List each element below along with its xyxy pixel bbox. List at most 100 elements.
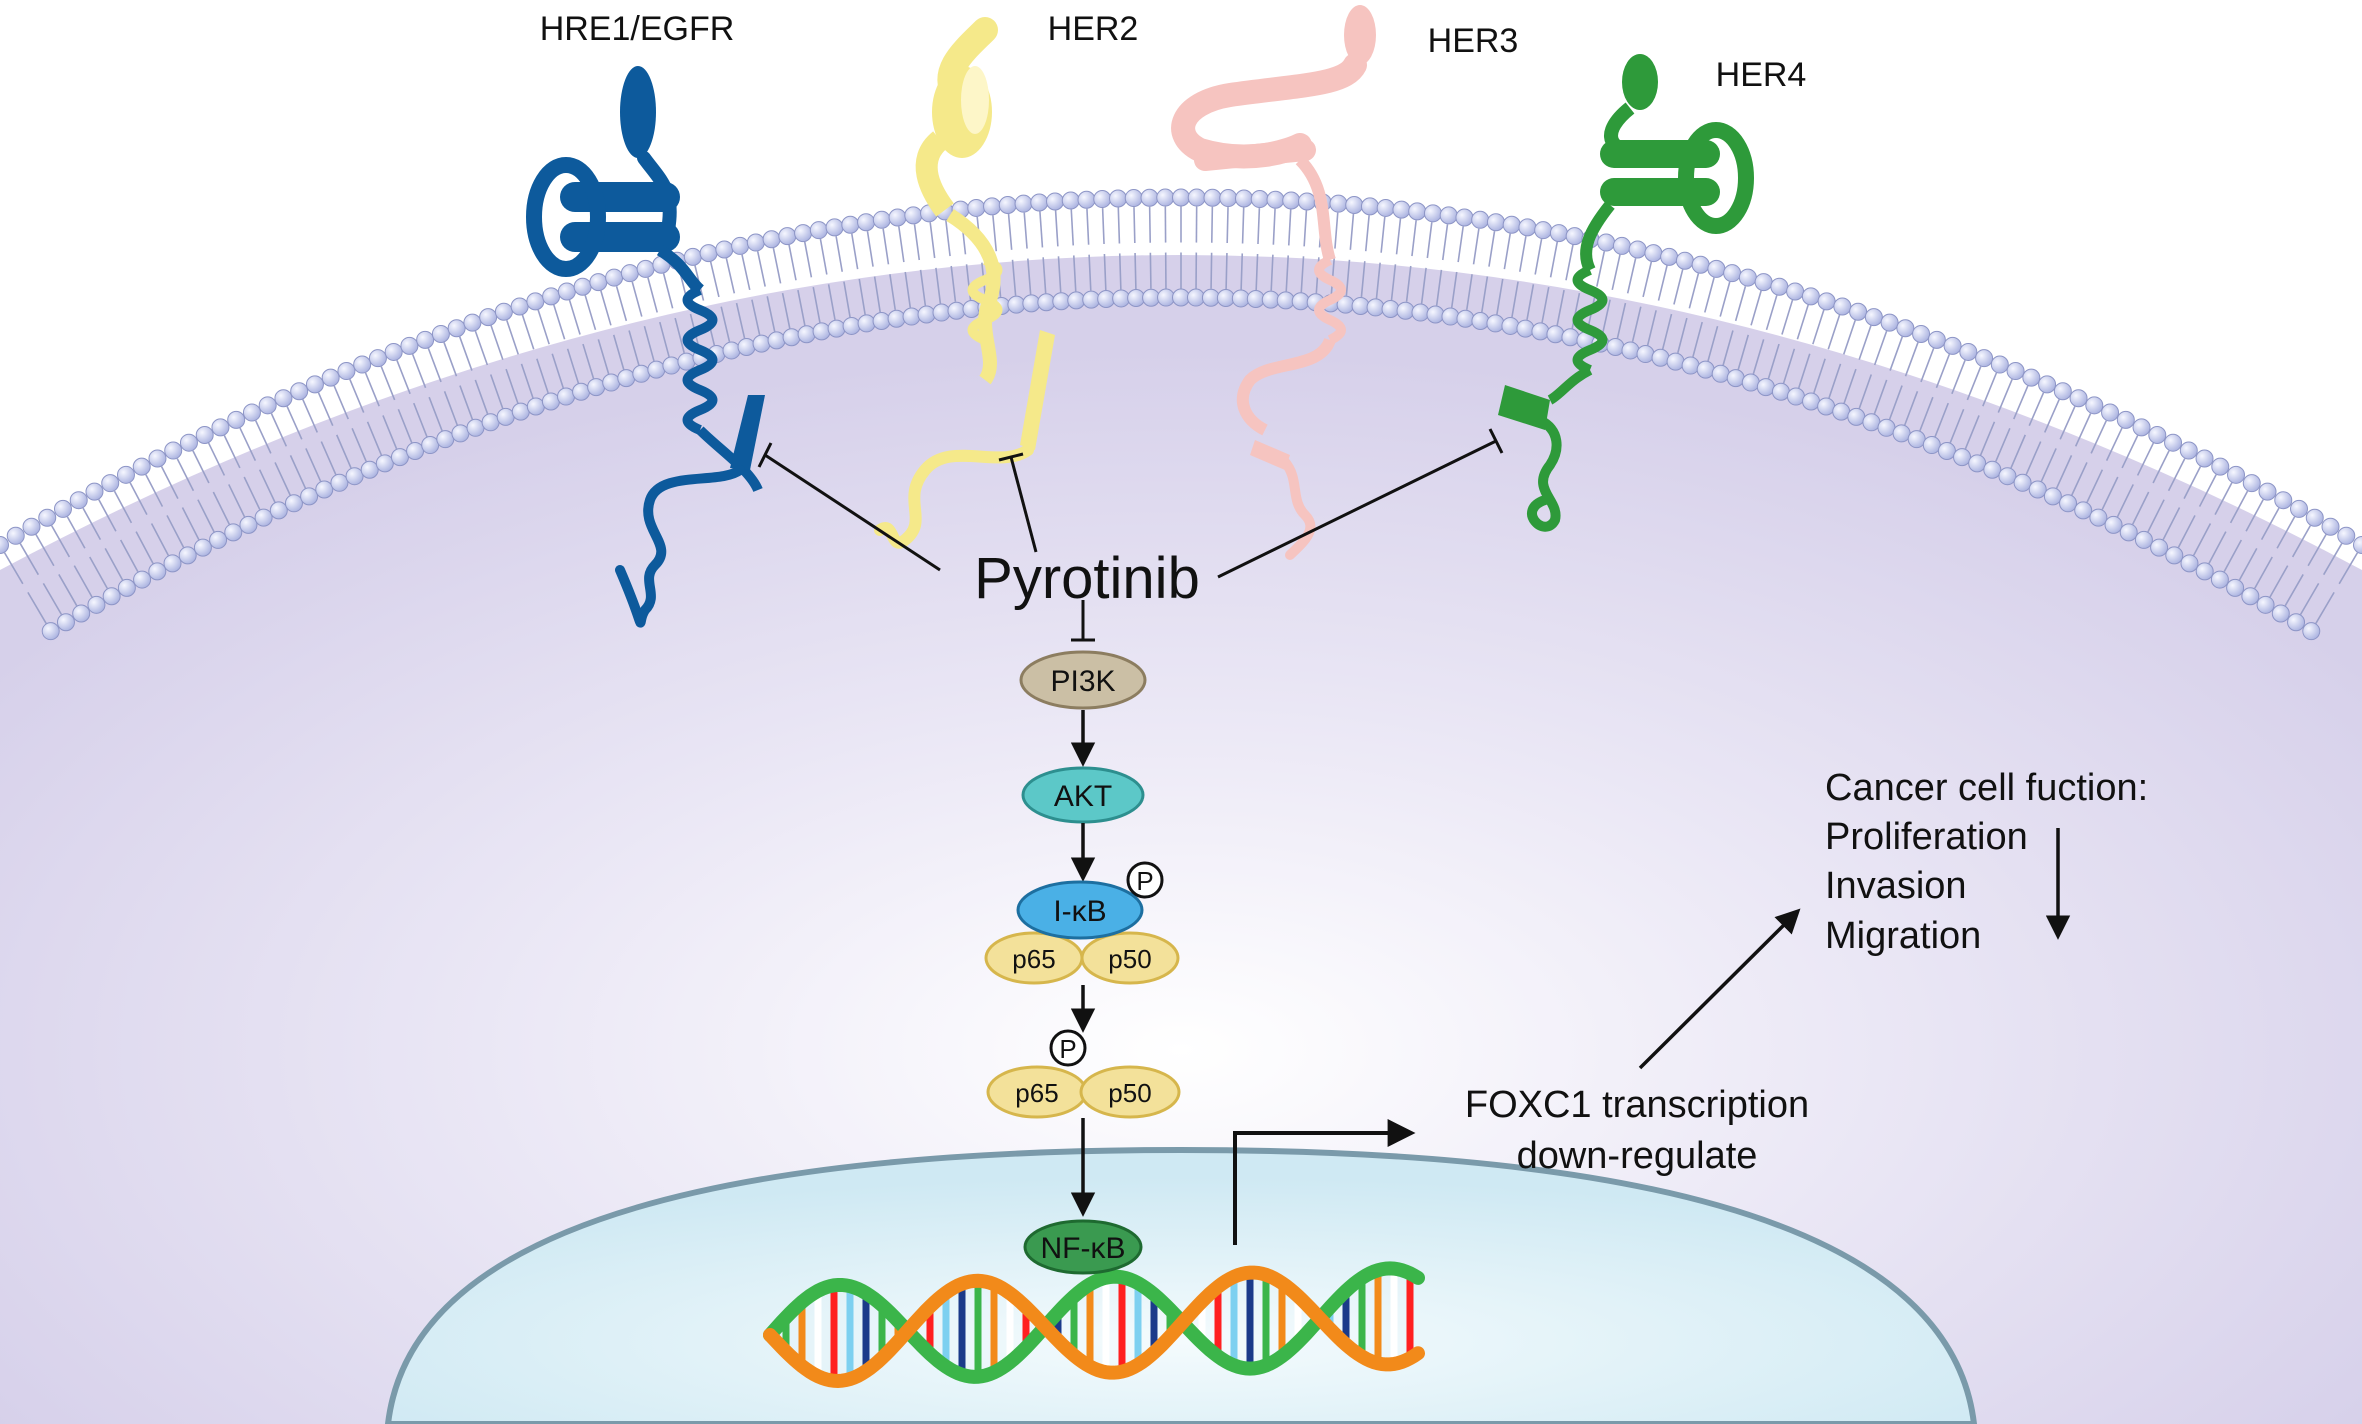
lipid-head [1077, 190, 1096, 209]
lipid-tail [2105, 427, 2123, 461]
lipid-tail [489, 374, 504, 409]
lipid-tail [2162, 507, 2181, 540]
p50-label-2: p50 [1108, 1078, 1151, 1108]
lipid-tail [2269, 565, 2289, 598]
lipid-head [1606, 337, 1625, 356]
lipid-tail [2013, 385, 2029, 420]
lipid-tail [2028, 392, 2045, 427]
lipid-head [178, 546, 197, 565]
lipid-head [239, 515, 258, 534]
lipid-tail [1240, 253, 1244, 290]
node-akt: AKT [1021, 766, 1145, 824]
lipid-head [56, 613, 75, 632]
lipid-head [1817, 397, 1836, 416]
lipid-tail [42, 582, 63, 615]
lipid-tail [1225, 253, 1228, 290]
lipid-head [1756, 378, 1775, 397]
lipid-tail [1405, 265, 1412, 302]
lipid-tail [2147, 499, 2165, 533]
arrow-to-function [1638, 908, 1801, 1070]
lipid-tail [411, 353, 427, 389]
lipid-tail [1904, 391, 1919, 426]
lipid-head [825, 218, 844, 237]
lipid-head [2150, 538, 2169, 557]
lipid-head [1597, 233, 1616, 252]
label-egfr: HRE1/EGFR [540, 10, 735, 48]
lipid-head [1250, 190, 1269, 209]
lipid-tail [1390, 264, 1397, 301]
lipid-tail [145, 474, 164, 507]
lipid-tail [1435, 269, 1443, 306]
lipid-head [164, 441, 183, 460]
lipid-head [967, 198, 986, 217]
function-proliferation: Proliferation [1825, 816, 2028, 858]
lipid-head [2165, 546, 2184, 565]
lipid-head [2195, 562, 2214, 581]
lipid-tail [725, 258, 736, 294]
lipid-head [1801, 287, 1820, 306]
lipid-head [1366, 298, 1385, 317]
lipid-tail [2043, 399, 2060, 433]
lipid-tail [1657, 265, 1668, 301]
lipid-head [872, 312, 891, 331]
lipid-head [2353, 536, 2362, 554]
lipid-head [148, 562, 167, 581]
lipid-head [620, 264, 639, 283]
lipid-head [510, 297, 529, 316]
lipid-tail [119, 539, 139, 573]
lipid-head [1849, 302, 1868, 321]
lipid-tail [490, 325, 504, 360]
lipid-tail [1997, 379, 2013, 413]
lipid-tail [380, 366, 396, 401]
lipid-head [1282, 191, 1301, 210]
lipid-head [400, 336, 419, 355]
lipid-head [1423, 204, 1442, 223]
lipid-tail [850, 233, 859, 270]
lipid-head [2211, 457, 2230, 476]
lipid-tail [2322, 543, 2343, 576]
lipid-head [69, 491, 88, 510]
lipid-head [2085, 396, 2104, 415]
lipid-tail [1707, 326, 1719, 362]
lipid-head [1441, 307, 1460, 326]
lipid-tail [150, 523, 170, 556]
lipid-tail [258, 469, 276, 503]
lipid-tail [1450, 271, 1458, 308]
lipid-head [2274, 491, 2293, 510]
lipid-head [1216, 289, 1235, 308]
lipid-tail [597, 339, 610, 375]
lipid-head [1392, 200, 1411, 219]
lipid-head [1636, 345, 1655, 364]
lipid-head [842, 316, 861, 335]
lipid-head [1291, 292, 1310, 311]
lipid-tail [73, 565, 93, 598]
lipid-head [224, 523, 243, 542]
lipid-tail [797, 289, 806, 326]
lipid-head [1628, 240, 1647, 259]
lipid-head [2043, 487, 2062, 506]
lipid-tail [505, 368, 519, 404]
lipid-tail [135, 531, 154, 564]
lipid-head [1738, 268, 1757, 287]
lipid-tail [443, 342, 458, 377]
transcription-arrow [1233, 1119, 1416, 1245]
lipid-tail [1858, 374, 1873, 409]
lipid-head [2116, 410, 2135, 429]
lipid-head [1381, 300, 1400, 319]
lipid-tail [1070, 209, 1075, 246]
lipid-tail [1210, 206, 1214, 243]
lipid-tail [2121, 435, 2139, 469]
lipid-tail [1272, 208, 1276, 245]
lipid-head [390, 448, 409, 467]
phospho-icon-ikb [1126, 861, 1164, 899]
lipid-tail [1611, 254, 1621, 291]
lipid-head [53, 499, 72, 518]
lipid-tail [898, 226, 905, 263]
lipid-head [101, 474, 120, 493]
p65-label-2: p65 [1015, 1078, 1058, 1108]
lipid-tail [1481, 276, 1489, 313]
lipid-tail [2177, 515, 2196, 548]
lipid-head [1968, 454, 1987, 473]
complex-ikb-p65-p50: p65 p50 I-κB P [984, 861, 1180, 985]
lipid-head [794, 224, 813, 243]
